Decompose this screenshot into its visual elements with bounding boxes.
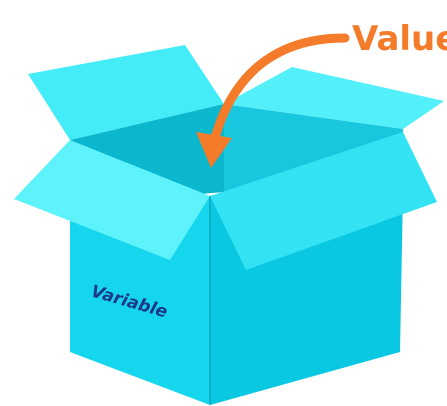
arrow-shaft <box>208 33 350 150</box>
flap-back-right <box>224 67 444 129</box>
flap-front-left <box>14 140 210 260</box>
arrow-head <box>196 132 232 168</box>
value-label: Value <box>352 19 447 59</box>
flap-back-left <box>28 45 224 140</box>
flap-front-right <box>210 132 437 270</box>
